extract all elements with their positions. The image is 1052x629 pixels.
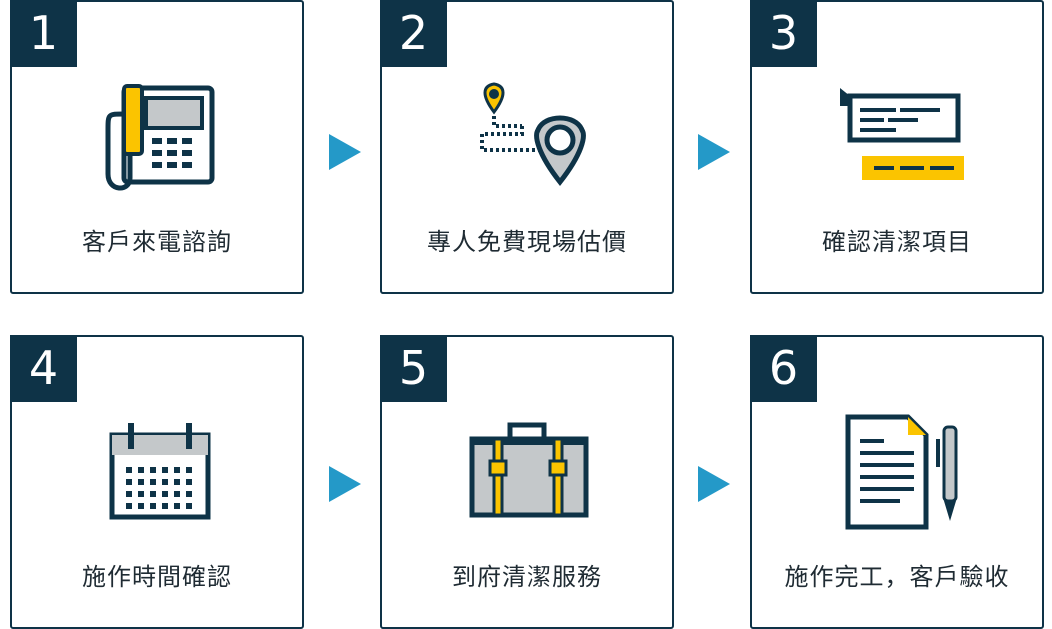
- step-number-5: 5: [380, 335, 447, 402]
- step-number-1: 1: [10, 0, 77, 67]
- calendar-icon: [109, 423, 211, 520]
- step-number-6: 6: [750, 335, 817, 402]
- step-number-2: 2: [380, 0, 447, 67]
- step-label-3: 確認清潔項目: [822, 228, 972, 256]
- flow-arrow: [329, 466, 361, 502]
- phone-icon: [105, 84, 215, 191]
- step-number-3: 3: [750, 0, 817, 67]
- briefcase-icon: [469, 422, 589, 518]
- step-card-6: 6 施作完工，客戶驗收: [750, 335, 1044, 629]
- checklist-icon: [840, 88, 964, 180]
- step-label-6: 施作完工，客戶驗收: [784, 563, 1010, 591]
- step-card-3: 3 確認清潔項目: [750, 0, 1044, 294]
- step-label-2: 專人免費現場估價: [427, 228, 627, 256]
- step-label-4: 施作時間確認: [82, 563, 232, 591]
- step-label-5: 到府清潔服務: [452, 563, 602, 591]
- step-card-4: 4 施作時間確認: [10, 335, 304, 629]
- step-label-1: 客戶來電諮詢: [82, 228, 232, 256]
- flow-arrow: [698, 466, 730, 502]
- location-route-icon: [480, 82, 586, 187]
- step-number-4: 4: [10, 335, 77, 402]
- step-card-2: 2 專人免費現場估價: [380, 0, 674, 294]
- document-pen-icon: [845, 414, 958, 530]
- flow-arrow: [698, 134, 730, 170]
- step-card-5: 5 到府清潔服務: [380, 335, 674, 629]
- flow-arrow: [329, 134, 361, 170]
- step-card-1: 1 客戶來電諮詢: [10, 0, 304, 294]
